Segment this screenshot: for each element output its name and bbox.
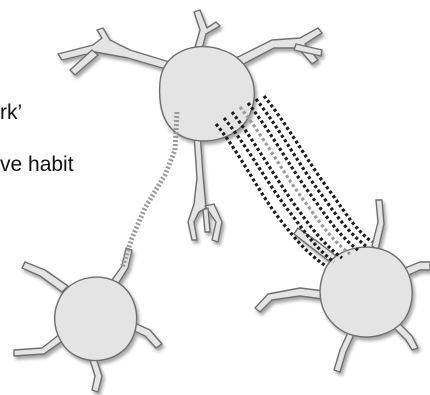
neuron-bottom-left	[14, 248, 162, 392]
dendrite-bl-1	[22, 262, 68, 292]
neuron-top-soma	[160, 47, 255, 141]
dendrite-br-2	[372, 200, 384, 250]
neuron-br-soma	[320, 247, 412, 337]
neuron-top	[58, 10, 322, 242]
dendrite-bl-4	[14, 334, 64, 356]
caption-line-1: rk’	[0, 102, 22, 123]
dendrite-lower-fork	[188, 132, 206, 240]
caption-line-2: ve habit	[0, 154, 74, 175]
weak-pathway	[122, 112, 177, 268]
strong-pathway-bundle	[216, 96, 372, 266]
dendrite-bl-5	[90, 358, 102, 392]
neuron-bottom-right	[255, 200, 430, 372]
neuron-bl-soma	[55, 277, 137, 360]
